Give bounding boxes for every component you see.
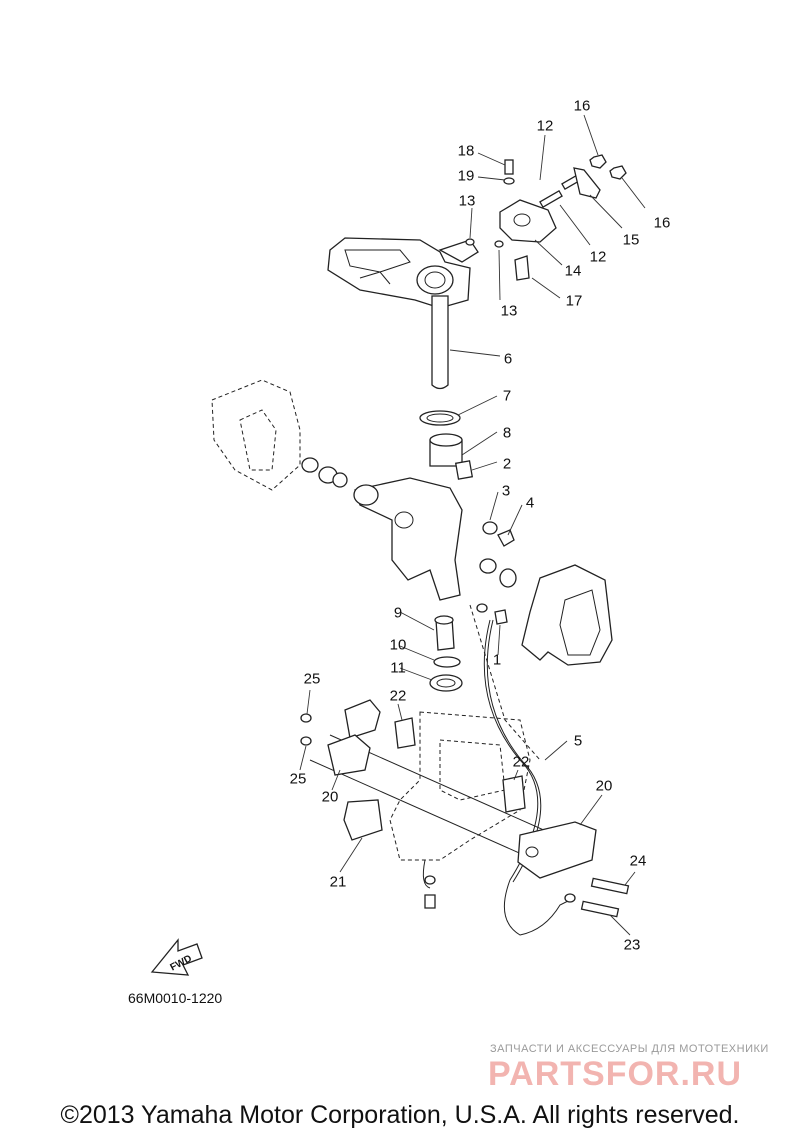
callout-label: 10 bbox=[389, 636, 407, 654]
bracket-cap-part bbox=[465, 154, 627, 281]
callout-label: 14 bbox=[564, 262, 582, 280]
diagram-code: 66M0010-1220 bbox=[128, 990, 223, 1006]
seal-parts bbox=[419, 410, 474, 480]
callout-label: 3 bbox=[501, 482, 511, 500]
mount-bracket-parts bbox=[300, 699, 630, 918]
callout-label: 8 bbox=[502, 424, 512, 442]
callout-label: 25 bbox=[303, 670, 321, 688]
clamp-bracket-left bbox=[211, 379, 301, 491]
steering-bracket-part bbox=[327, 237, 479, 309]
callout-label: 16 bbox=[573, 97, 591, 115]
callout-label: 4 bbox=[525, 494, 535, 512]
copyright-notice: ©2013 Yamaha Motor Corporation, U.S.A. A… bbox=[60, 1101, 740, 1129]
clamp-bracket-right bbox=[521, 564, 613, 666]
swivel-bracket-part bbox=[301, 457, 517, 601]
callout-label: 12 bbox=[536, 117, 554, 135]
steering-shaft-part bbox=[431, 295, 449, 390]
callout-label: 9 bbox=[393, 604, 403, 622]
callout-label: 22 bbox=[389, 687, 407, 705]
callout-label: 11 bbox=[390, 659, 406, 677]
watermark-logo: PARTSFOR.RU bbox=[488, 1055, 743, 1093]
lower-housing-dashed bbox=[309, 604, 556, 861]
fwd-arrow-icon bbox=[150, 938, 203, 976]
callout-label: 12 bbox=[589, 248, 607, 266]
callout-label: 15 bbox=[622, 231, 640, 249]
callout-label: 6 bbox=[503, 350, 513, 368]
callout-label: 7 bbox=[502, 387, 512, 405]
callout-label: 20 bbox=[595, 777, 613, 795]
callout-label: 13 bbox=[458, 192, 476, 210]
callout-label: 22 bbox=[512, 753, 530, 771]
callout-label: 13 bbox=[500, 302, 518, 320]
callout-label: 24 bbox=[629, 852, 647, 870]
callout-label: 2 bbox=[502, 455, 512, 473]
callout-label: 5 bbox=[573, 732, 583, 750]
callout-label: 16 bbox=[653, 214, 671, 232]
callout-label: 1 bbox=[492, 651, 502, 669]
callout-label: 20 bbox=[321, 788, 339, 806]
callout-label: 21 bbox=[329, 873, 347, 891]
callout-label: 17 bbox=[565, 292, 583, 310]
callout-label: 19 bbox=[457, 167, 475, 185]
bushing-parts bbox=[429, 603, 508, 692]
callout-label: 23 bbox=[623, 936, 641, 954]
watermark-subtitle: ЗАПЧАСТИ И АКСЕССУАРЫ ДЛЯ МОТОТЕХНИКИ bbox=[490, 1043, 769, 1055]
callout-label: 18 bbox=[457, 142, 475, 160]
leader-lines bbox=[299, 114, 646, 936]
callout-label: 25 bbox=[289, 770, 307, 788]
